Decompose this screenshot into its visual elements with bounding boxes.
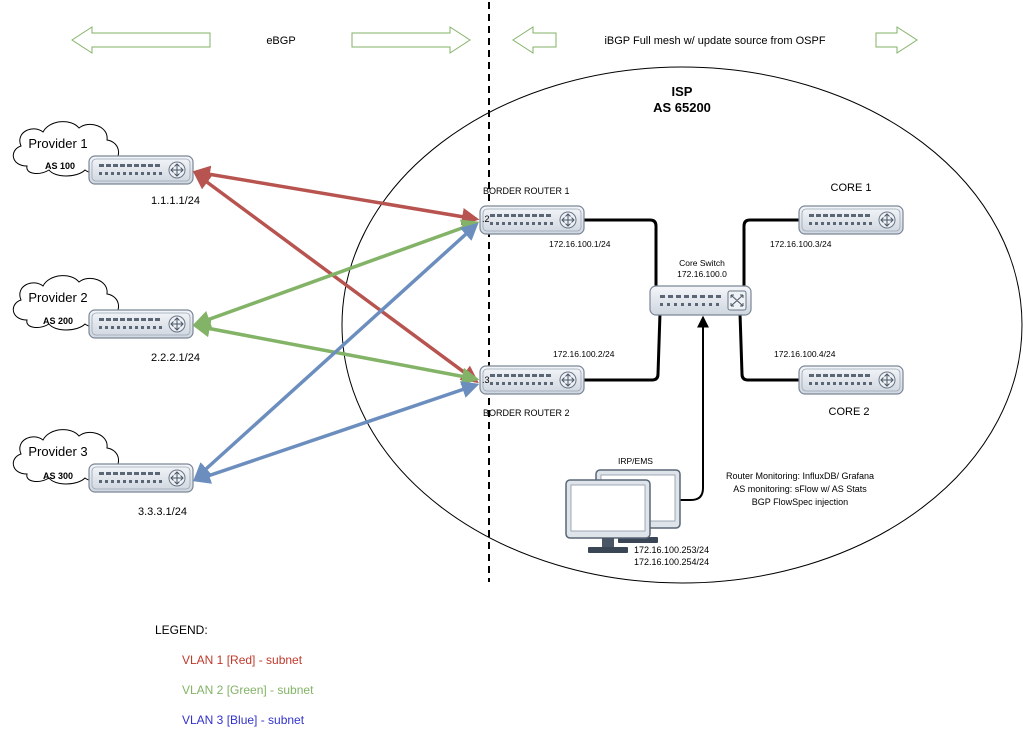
irp-ip-1: 172.16.100.253/24 xyxy=(634,545,709,555)
provider-3-name: Provider 3 xyxy=(28,444,87,459)
link-irp-core-switch xyxy=(656,315,709,506)
vlan2-link-provider2-br1 xyxy=(192,219,480,328)
irp-note-3: BGP FlowSpec injection xyxy=(752,497,848,507)
core-2-name: CORE 2 xyxy=(829,406,870,418)
isp-as-number: AS 65200 xyxy=(653,100,711,115)
provider-1-name: Provider 1 xyxy=(28,136,87,151)
provider-1-as: AS 100 xyxy=(45,161,75,171)
irp-workstations[interactable] xyxy=(565,469,681,553)
ebgp-left-arrow xyxy=(71,26,211,54)
provider-2-as: AS 200 xyxy=(43,316,73,326)
border-router-1-port: .2 xyxy=(482,214,490,224)
vlan3-link-provider3-br2 xyxy=(192,381,480,484)
border-router-2-port: .3 xyxy=(482,375,490,385)
ibgp-label: iBGP Full mesh w/ update source from OSP… xyxy=(604,35,825,47)
ebgp-right-arrow xyxy=(351,26,471,54)
core-1-router[interactable] xyxy=(798,205,904,235)
core-2-ip: 172.16.100.4/24 xyxy=(774,349,836,359)
provider-3-ip: 3.3.3.1/24 xyxy=(138,506,187,518)
border-router-1[interactable] xyxy=(479,205,585,235)
core-switch[interactable] xyxy=(649,285,752,316)
ebgp-label: eBGP xyxy=(266,35,295,47)
provider-3-as: AS 300 xyxy=(43,471,73,481)
core-1-ip: 172.16.100.3/24 xyxy=(770,239,832,249)
irp-note-2: AS monitoring: sFlow w/ AS Stats xyxy=(733,484,867,494)
border-router-1-ip: 172.16.100.1/24 xyxy=(549,239,611,249)
link-br2-core-switch xyxy=(583,312,662,382)
provider-2-router[interactable] xyxy=(88,309,194,339)
irp-name: IRP/EMS xyxy=(618,456,653,466)
border-router-2[interactable] xyxy=(479,365,585,395)
border-router-2-name: BORDER ROUTER 2 xyxy=(483,408,570,418)
legend-vlan3: VLAN 3 [Blue] - subnet xyxy=(182,713,305,727)
irp-note-1: Router Monitoring: InfluxDB/ Grafana xyxy=(726,471,874,481)
ibgp-left-arrow xyxy=(512,26,557,54)
core-1-name: CORE 1 xyxy=(831,182,872,194)
irp-ip-2: 172.16.100.254/24 xyxy=(634,557,709,567)
isp-title: ISP xyxy=(672,84,693,99)
provider-3-router[interactable] xyxy=(88,463,194,493)
legend-title: LEGEND: xyxy=(155,623,208,637)
isp-boundary xyxy=(341,66,1023,584)
link-core2-core-switch xyxy=(738,312,800,382)
provider-2-ip: 2.2.2.1/24 xyxy=(151,352,200,364)
core-2-router[interactable] xyxy=(798,365,904,395)
provider-1-ip: 1.1.1.1/24 xyxy=(151,195,200,207)
link-core1-core-switch xyxy=(742,218,800,288)
legend-vlan2: VLAN 2 [Green] - subnet xyxy=(182,683,314,697)
core-switch-name: Core Switch xyxy=(679,258,725,268)
core-switch-ip: 172.16.100.0 xyxy=(677,269,727,279)
vlan1-link-provider1-br1 xyxy=(192,165,480,226)
border-router-1-name: BORDER ROUTER 1 xyxy=(483,186,570,196)
legend-vlan1: VLAN 1 [Red] - subnet xyxy=(182,653,303,667)
link-br1-core-switch xyxy=(583,218,658,288)
ibgp-right-arrow xyxy=(875,26,918,54)
border-router-2-ip: 172.16.100.2/24 xyxy=(553,349,615,359)
provider-1-router[interactable] xyxy=(88,155,194,185)
provider-2-name: Provider 2 xyxy=(28,290,87,305)
